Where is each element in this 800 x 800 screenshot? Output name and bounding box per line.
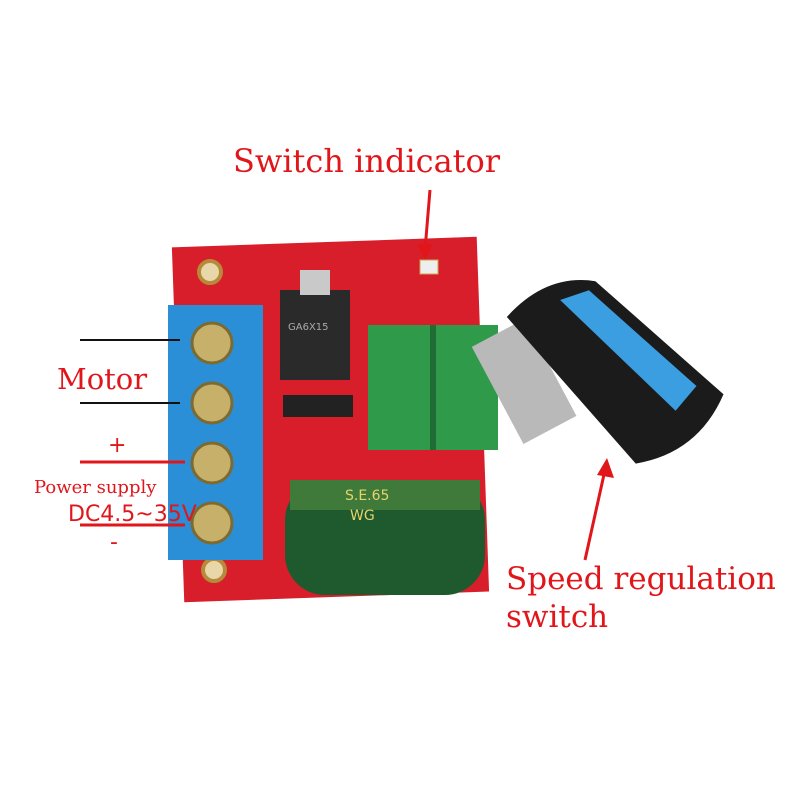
speed-label-line2: switch (506, 599, 609, 635)
motor-label: Motor (57, 362, 148, 396)
chip-marking: GA6X15 (288, 322, 329, 333)
switch-indicator-label: Switch indicator (233, 142, 501, 180)
speed-label-line1: Speed regulation (506, 561, 776, 597)
arrow-head-speed (597, 458, 614, 478)
arrow-head-switch (417, 244, 433, 260)
mount-hole (197, 259, 223, 285)
svg-text:WG: WG (350, 508, 375, 524)
speed-knob (471, 280, 724, 464)
voltage-label: DC4.5~35V (68, 502, 197, 527)
power-supply-label: Power supply (34, 477, 157, 498)
svg-text:S.E.65: S.E.65 (345, 488, 389, 504)
motor-wires (80, 339, 180, 404)
positive-label: + (108, 433, 127, 458)
annotation-lines (80, 189, 607, 561)
mount-hole (201, 557, 227, 583)
mosfet-chip (280, 290, 350, 380)
electrolytic-capacitor: S.E.65 WG (285, 480, 485, 595)
terminal-screws (190, 321, 234, 545)
speed-regulation-label: Speed regulation switch (506, 560, 776, 636)
negative-label: - (110, 530, 118, 555)
switch-indicator-led (419, 259, 439, 275)
